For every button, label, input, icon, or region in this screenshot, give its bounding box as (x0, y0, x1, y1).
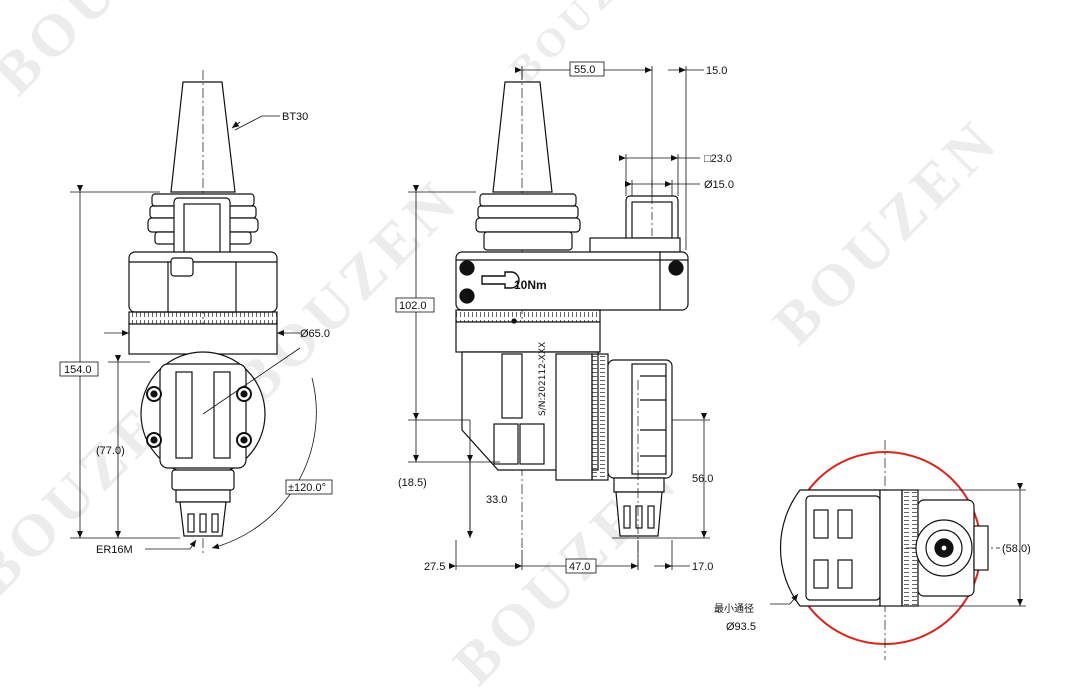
bt30-label: BT30 (282, 111, 308, 123)
collet-nut (175, 489, 231, 503)
dim-dia15: Ø15.0 (704, 179, 734, 191)
min-clearance-dia: Ø93.5 (726, 621, 756, 633)
dim-27-5: 27.5 (424, 561, 445, 573)
label-plate (501, 353, 523, 419)
dim-58: (58.0) (1002, 543, 1031, 555)
serial-label: S/N:202112-XXX (538, 342, 548, 416)
dim-102: 102.0 (399, 300, 427, 312)
technical-drawing: BOUZEN BOUZEN BOUZEN BOUZEN BOUZEN BOUZE… (0, 0, 1031, 697)
dim-sq23: □23.0 (704, 153, 732, 165)
front-view (128, 70, 278, 555)
dim-47: 47.0 (569, 561, 590, 573)
dim-77: (77.0) (96, 445, 125, 457)
drawing-svg: BT30 ER16M 154.0 (77.0) Ø65.0 ±120.0° 55… (59, 61, 1031, 660)
torque-label: 10Nm (514, 278, 547, 292)
dim-dia65: Ø65.0 (300, 328, 330, 340)
dim-56: 56.0 (692, 473, 713, 485)
dim-33: 33.0 (486, 494, 507, 506)
dim-15: 15.0 (706, 65, 727, 77)
dim-154: 154.0 (64, 364, 92, 376)
dim-17: 17.0 (692, 561, 713, 573)
dim-55: 55.0 (574, 64, 595, 76)
side-view (455, 70, 689, 570)
er16m-label: ER16M (96, 544, 133, 556)
scale-ring (128, 311, 278, 325)
min-clearance-label: 最小通径 (714, 602, 754, 615)
dim-angle: ±120.0° (288, 482, 326, 494)
wrench-icon (481, 271, 520, 289)
bt30-taper-side (492, 81, 553, 193)
bottom-view (779, 440, 1000, 660)
dim-18-5: (18.5) (398, 477, 427, 489)
